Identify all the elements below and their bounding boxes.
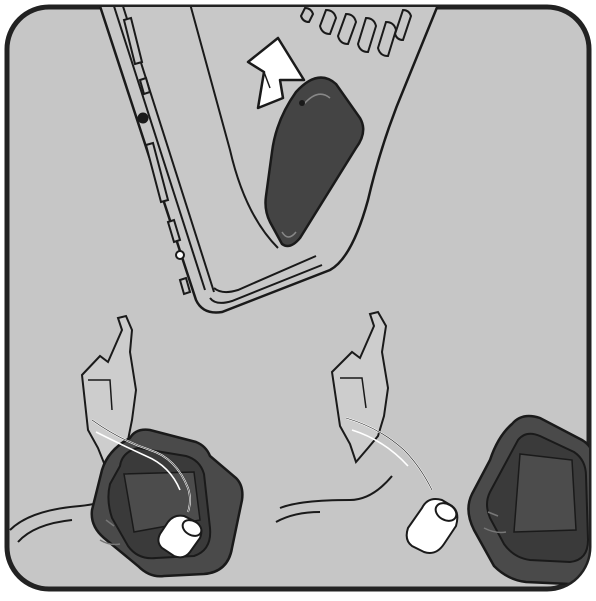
illustration-svg	[0, 0, 596, 596]
instruction-illustration	[0, 0, 596, 596]
